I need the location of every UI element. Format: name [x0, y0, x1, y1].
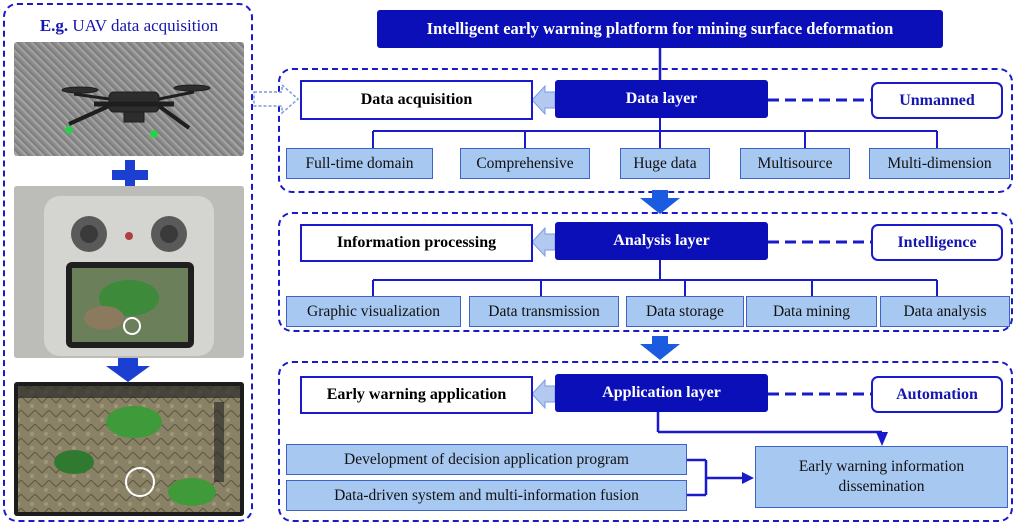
early-warning-application-box: Early warning application	[300, 376, 533, 414]
feature-multi-dimension: Multi-dimension	[869, 148, 1010, 179]
monitoring-screen-photo	[14, 382, 244, 516]
analysis-layer-box: Analysis layer	[555, 222, 768, 260]
analysis-layer-panel	[278, 212, 1013, 332]
platform-title: Intelligent early warning platform for m…	[377, 10, 943, 48]
feature-huge-data: Huge data	[620, 148, 710, 179]
down-arrow-icon	[106, 358, 150, 382]
feature-comprehensive: Comprehensive	[460, 148, 590, 179]
data-layer-panel	[278, 68, 1013, 193]
remote-controller-photo	[14, 186, 244, 358]
application-layer-box: Application layer	[555, 374, 768, 412]
warning-dissemination-box: Early warning information dissemination	[755, 446, 1008, 508]
uav-example-panel	[3, 3, 253, 522]
application-layer-panel	[278, 361, 1013, 522]
data-driven-fusion-box: Data-driven system and multi-information…	[286, 480, 687, 511]
decision-program-box: Development of decision application prog…	[286, 444, 687, 475]
data-layer-box: Data layer	[555, 80, 768, 118]
drone-photo	[14, 42, 244, 156]
function-graphic-visualization: Graphic visualization	[286, 296, 461, 327]
automation-box: Automation	[871, 376, 1003, 413]
uav-panel-title: E.g. UAV data acquisition	[39, 16, 219, 35]
function-data-transmission: Data transmission	[469, 296, 619, 327]
unmanned-box: Unmanned	[871, 82, 1003, 119]
information-processing-box: Information processing	[300, 224, 533, 262]
plus-icon	[112, 160, 148, 190]
feature-multisource: Multisource	[740, 148, 850, 179]
function-data-storage: Data storage	[626, 296, 744, 327]
intelligence-box: Intelligence	[871, 224, 1003, 261]
function-data-mining: Data mining	[746, 296, 877, 327]
data-acquisition-box: Data acquisition	[300, 80, 533, 120]
function-data-analysis: Data analysis	[880, 296, 1010, 327]
feature-full-time-domain: Full-time domain	[286, 148, 433, 179]
